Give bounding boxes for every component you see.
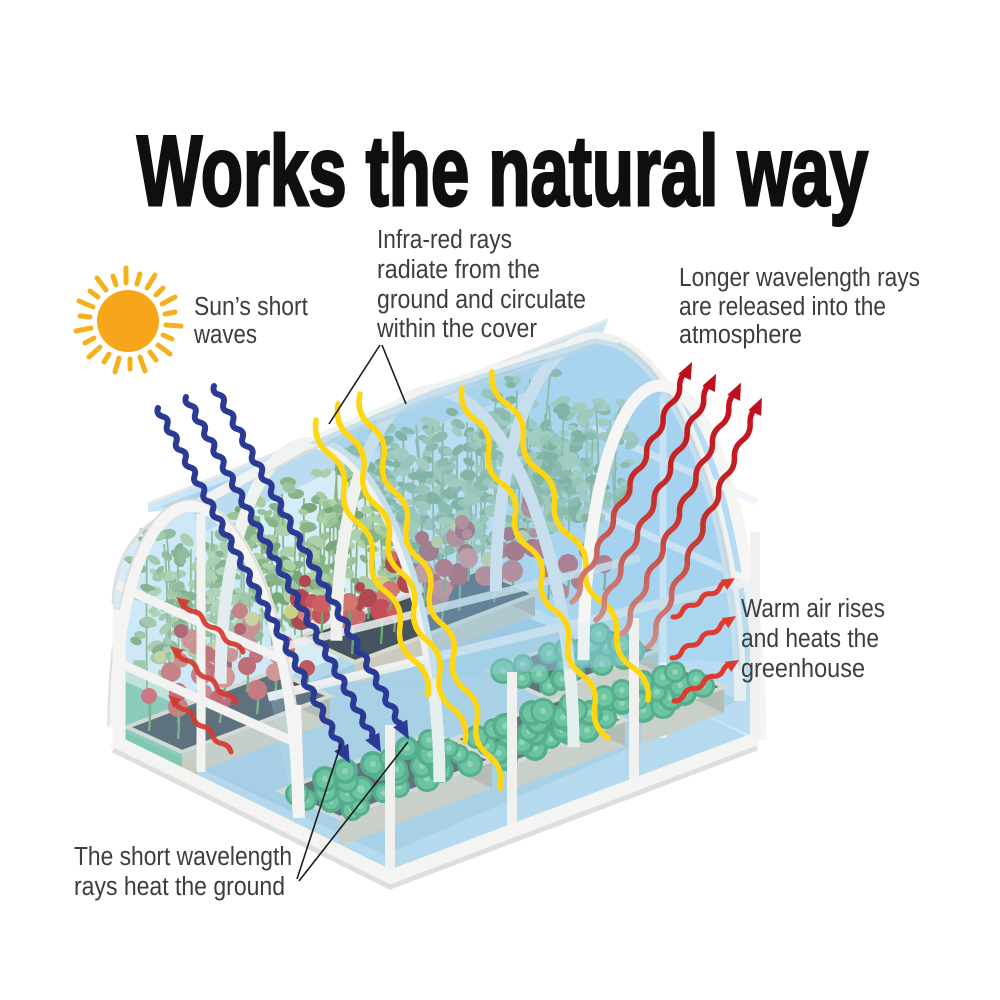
svg-text:Longer wavelength rays: Longer wavelength rays — [679, 264, 920, 292]
svg-text:rays heat the ground: rays heat the ground — [74, 873, 285, 901]
svg-text:The short wavelength: The short wavelength — [74, 843, 292, 871]
svg-text:and heats the: and heats the — [741, 625, 879, 653]
svg-text:atmosphere: atmosphere — [679, 321, 802, 349]
svg-text:greenhouse: greenhouse — [741, 655, 865, 683]
svg-text:are released into the: are released into the — [679, 293, 886, 321]
svg-text:Warm air rises: Warm air rises — [741, 595, 885, 623]
svg-text:Sun’s short: Sun’s short — [194, 293, 308, 321]
svg-text:ground and circulate: ground and circulate — [377, 286, 586, 314]
svg-text:radiate from the: radiate from the — [377, 256, 540, 284]
svg-text:waves: waves — [193, 321, 257, 349]
svg-text:Infra-red rays: Infra-red rays — [377, 226, 512, 254]
svg-text:within the cover: within the cover — [376, 315, 537, 343]
svg-text:Works the natural way: Works the natural way — [137, 115, 868, 226]
